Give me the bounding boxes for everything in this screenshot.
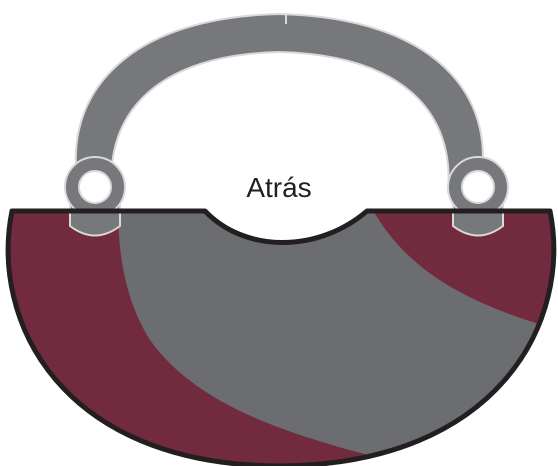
handle-strap [76, 14, 483, 192]
handle-arc [76, 14, 483, 192]
view-label: Atrás [0, 170, 558, 206]
right-ring-tab-overlap [453, 211, 503, 236]
bag-body [0, 200, 558, 466]
left-ring-tab-overlap [70, 211, 120, 236]
